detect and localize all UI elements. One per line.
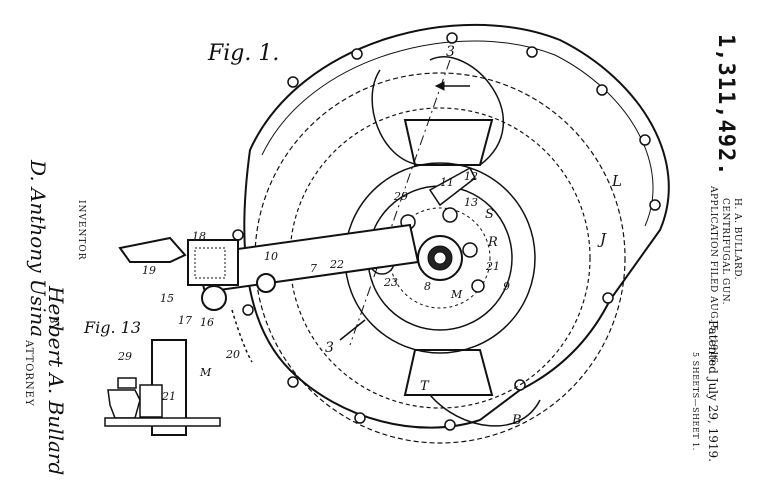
label-R: R <box>487 235 498 250</box>
label-11: 11 <box>440 176 454 189</box>
casing-bolts <box>232 32 661 431</box>
label-detail-29: 29 <box>117 350 132 363</box>
feed-arm <box>118 223 420 363</box>
label-18: 18 <box>192 230 206 243</box>
label-16: 16 <box>200 316 214 329</box>
label-10: 10 <box>264 250 278 263</box>
label-17: 17 <box>178 314 192 327</box>
attorney-label: ATTORNEY <box>23 340 34 407</box>
label-22: 22 <box>329 258 344 271</box>
barrel-arms <box>371 56 541 427</box>
patented-date: Patented July 29, 1919. <box>706 320 720 462</box>
fig13-detail <box>104 339 221 436</box>
label-detail-21: 21 <box>161 390 176 403</box>
inventor-signature: Herbert A. Bullard <box>44 286 68 476</box>
label-8: 8 <box>424 280 431 293</box>
label-S: S <box>485 207 494 222</box>
label-detail-M: M <box>199 366 212 379</box>
label-T: T <box>420 379 430 394</box>
sheet-count: 5 SHEETS—SHEET 1. <box>691 352 700 451</box>
label-J: J <box>597 230 607 248</box>
label-12: 12 <box>464 170 478 183</box>
patent-number: 1,311,492. <box>713 34 738 177</box>
label-19: 19 <box>142 264 156 277</box>
detail-figure-label: Fig. 13 <box>83 318 141 337</box>
figure-label: Fig. 1. <box>207 41 279 66</box>
label-29: 29 <box>393 190 408 203</box>
patent-title: CENTRIFUGAL GUN. <box>720 198 730 305</box>
label-15: 15 <box>160 292 174 305</box>
label-B: B <box>511 413 522 428</box>
label-21: 21 <box>485 260 500 273</box>
by-label: BY <box>47 316 58 330</box>
label-section-top: 3 <box>446 44 455 60</box>
label-9: 9 <box>503 280 510 293</box>
label-L: L <box>611 172 622 190</box>
inventor-header: H. A. BULLARD. <box>732 198 742 280</box>
label-13: 13 <box>464 196 478 209</box>
label-20: 20 <box>225 348 240 361</box>
label-23: 23 <box>383 276 398 289</box>
reference-labels: 3 3 11 12 13 29 S R 21 9 M 8 23 22 7 10 … <box>117 44 622 428</box>
inventor-role: INVENTOR <box>76 200 86 261</box>
label-M: M <box>450 288 463 301</box>
casing <box>243 23 670 429</box>
label-section-bottom: 3 <box>325 340 334 356</box>
section-line <box>339 59 470 346</box>
label-7: 7 <box>310 262 317 275</box>
